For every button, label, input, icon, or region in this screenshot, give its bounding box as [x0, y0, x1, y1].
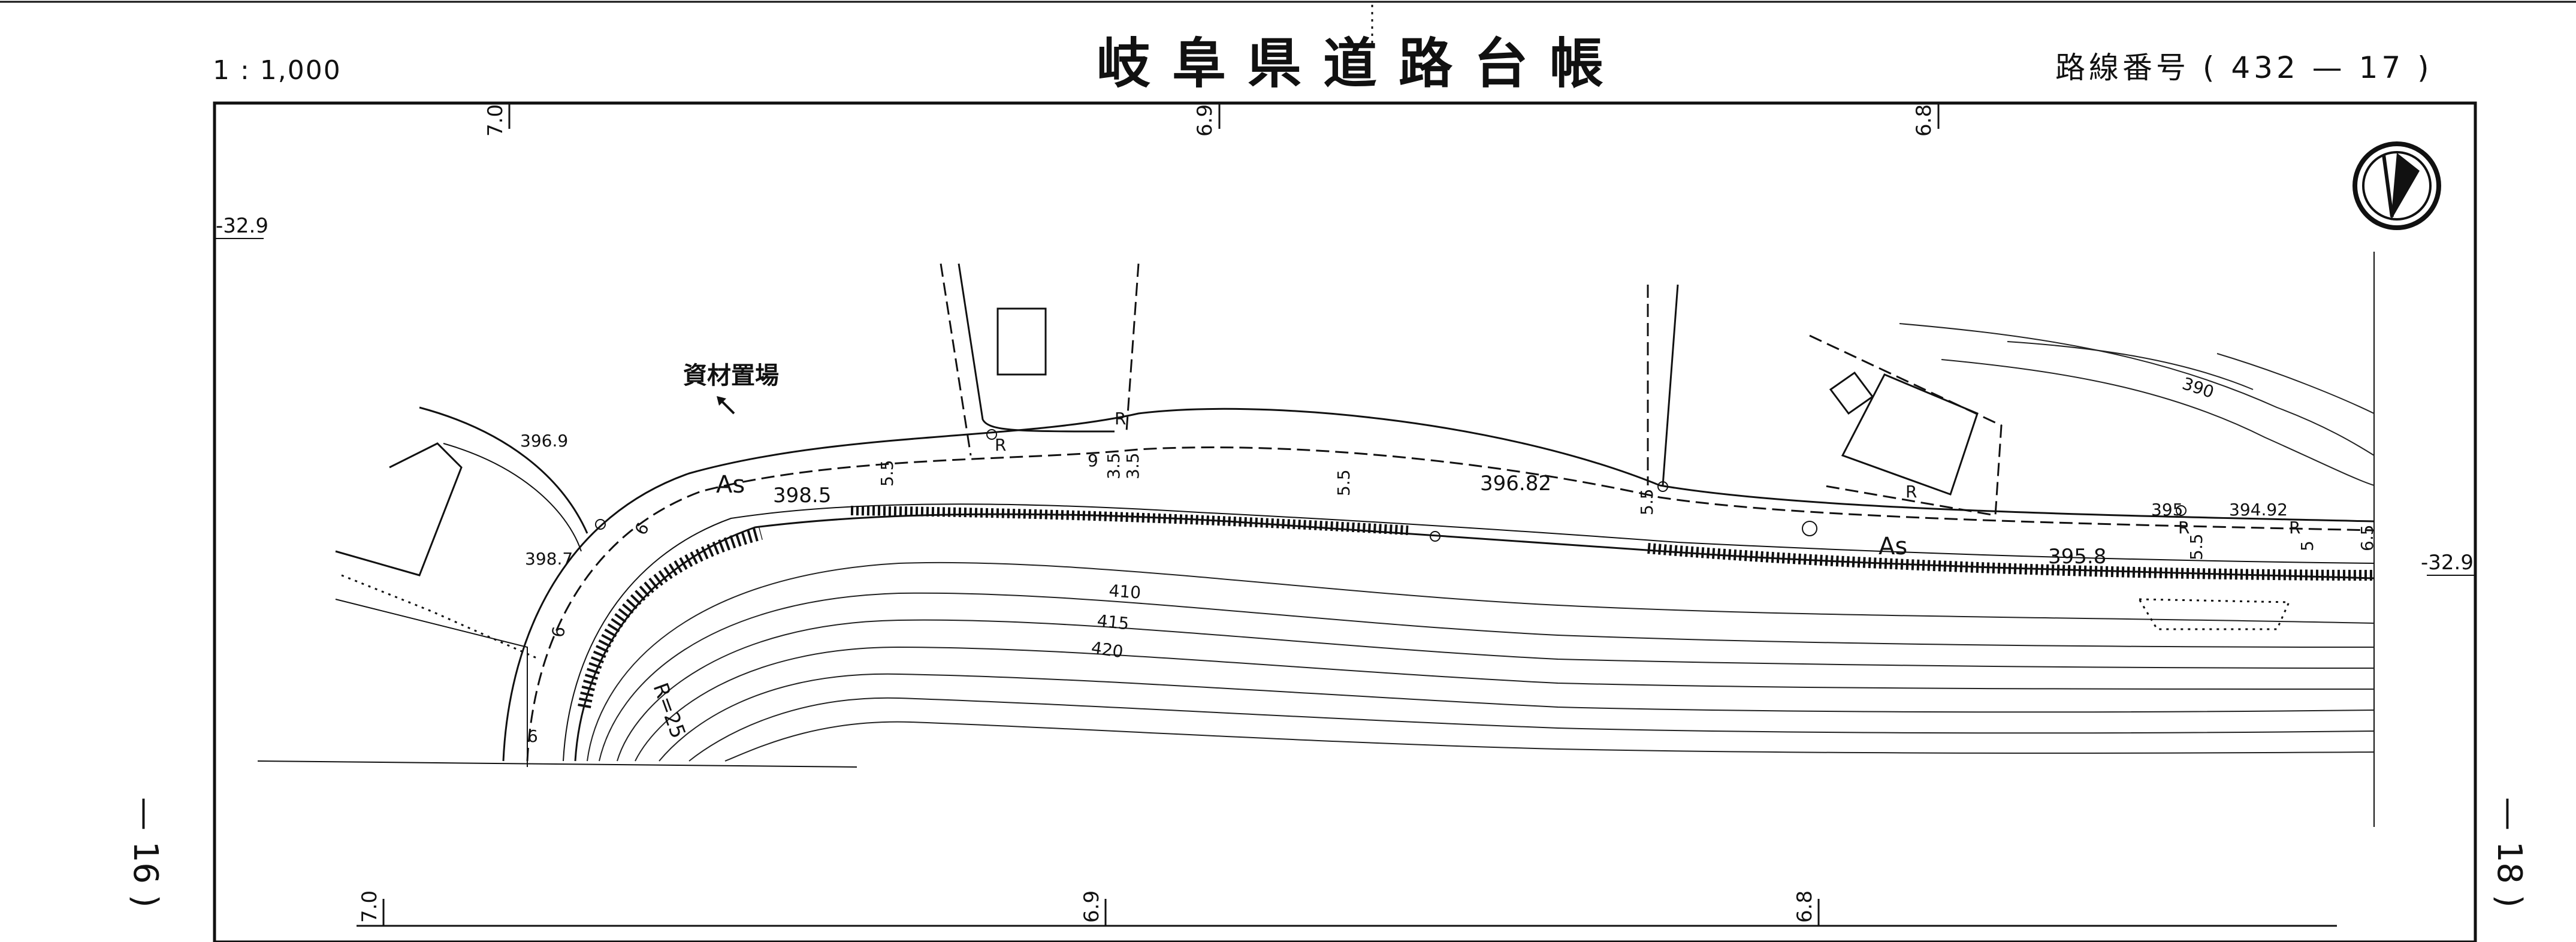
pavement-label: As [716, 471, 745, 499]
road-shoulder-north [526, 446, 2375, 762]
width-label: 5 [2297, 541, 2317, 551]
building [996, 307, 1047, 376]
width-label: 5.5 [2187, 533, 2206, 560]
width-label: 5.5 [1637, 488, 1657, 515]
marker-r: R [995, 435, 1006, 455]
elevation-label: 396.9 [520, 431, 568, 451]
width-label: 5.5 [877, 460, 897, 487]
route-number: 432 [2231, 50, 2299, 85]
chainage-label: 6.9 [1193, 104, 1217, 137]
width-dimensions: 5.5 6 3.5 3.5 5.5 5.5 5.5 6.5 5 9 6 6 [527, 451, 2377, 746]
width-label: 6.5 [2357, 524, 2377, 551]
contour-line [617, 619, 2375, 762]
contour-label: 410 [1109, 581, 1142, 603]
retaining-wall-south [1647, 543, 2375, 581]
elevation-label: 395.8 [2048, 545, 2106, 569]
lot-line [335, 599, 528, 767]
contour-line [2007, 341, 2254, 390]
utility-pole-icon [1430, 531, 1440, 542]
contour-line [659, 673, 2375, 762]
route-dash: — [2312, 50, 2346, 85]
contour-line [724, 721, 2375, 762]
marker-r: R [2178, 518, 2190, 538]
radius-label: R=25 [648, 680, 690, 741]
north-arrow-icon [2352, 141, 2441, 230]
contour-line [688, 697, 2375, 762]
lot-boundary [419, 406, 588, 534]
gravel-area [2137, 598, 2291, 630]
edge-label-right: -32.9 [2421, 551, 2474, 575]
utility-pole-icon [2176, 505, 2187, 516]
contour-label: 390 [2180, 373, 2216, 402]
route-close-paren: ) [2417, 50, 2433, 85]
lot-boundary [341, 574, 540, 660]
contour-line [1941, 359, 2375, 486]
width-label: 5.5 [1334, 469, 1354, 496]
lot-outline [335, 442, 463, 576]
lane-edge [940, 263, 972, 456]
chainage-label: 6.8 [1793, 890, 1817, 923]
map-frame [213, 101, 2477, 942]
width-label: 6 [527, 726, 538, 746]
lower-edge-line [257, 760, 857, 768]
elevation-label: 398.7 [525, 549, 573, 569]
width-label: 9 [1088, 451, 1098, 470]
lane-edge [1662, 284, 1679, 486]
chainage-top: 7.0 6.9 6.8 [484, 103, 1940, 137]
width-label: 6 [548, 625, 569, 639]
building [1841, 373, 1979, 496]
contour-line [587, 561, 2375, 762]
lane-edge [958, 263, 1115, 433]
width-label: 3.5 [1104, 452, 1124, 479]
route-number-label: 路線番号 ( 432 — 17 ) [2055, 53, 2433, 83]
chainage-label: 6.8 [1912, 104, 1936, 137]
utility-pole-icon [1657, 481, 1668, 492]
property-boundary [1809, 334, 2003, 517]
site-label: 資材置場 [683, 362, 779, 390]
elevation-label: 396.82 [1480, 472, 1551, 496]
route-label: 路線番号 [2055, 50, 2190, 85]
sheet-title: 岐阜県道路台帳 [1097, 32, 1625, 95]
contour-group-south [587, 561, 2375, 762]
road-inner-edge [563, 503, 2375, 762]
retaining-wall-curve [578, 527, 763, 708]
lane-edge [1125, 263, 1140, 432]
edge-label-left: -32.9 [216, 214, 268, 238]
building [1829, 371, 1874, 415]
elevation-label: 395 [2151, 500, 2183, 520]
site-arrow-head [717, 396, 726, 406]
chainage-label: 7.0 [358, 890, 382, 923]
utility-pole-icon [595, 519, 606, 530]
route-open-paren: ( [2202, 50, 2218, 85]
elevation-label: 394.92 [2229, 500, 2288, 520]
width-label: 3.5 [1123, 452, 1143, 479]
marker-r: R [1115, 409, 1126, 428]
contour-line [1899, 323, 2375, 456]
marker-r: R [1905, 482, 1917, 502]
contour-line [635, 646, 2375, 762]
manhole-icon [1802, 521, 1817, 536]
route-sheet: 17 [2358, 50, 2405, 85]
contour-label: 415 [1096, 611, 1130, 633]
lot-boundary [443, 443, 582, 552]
pavement-label: As [1879, 533, 1907, 560]
chainage-label: 7.0 [484, 104, 508, 137]
contour-label: 420 [1090, 638, 1125, 662]
chainage-bottom: 7.0 6.9 6.8 [357, 890, 2337, 927]
contour-line [2216, 353, 2375, 414]
elevation-label: 398.5 [773, 484, 831, 508]
contour-line [599, 592, 2375, 762]
utility-pole-icon [986, 429, 997, 440]
marker-r: R [2289, 518, 2300, 538]
contour-group-north [1899, 323, 2375, 486]
road-edge-north [502, 407, 2375, 762]
scale-label: 1 : 1,000 [213, 55, 342, 86]
chainage-label: 6.9 [1080, 890, 1104, 923]
